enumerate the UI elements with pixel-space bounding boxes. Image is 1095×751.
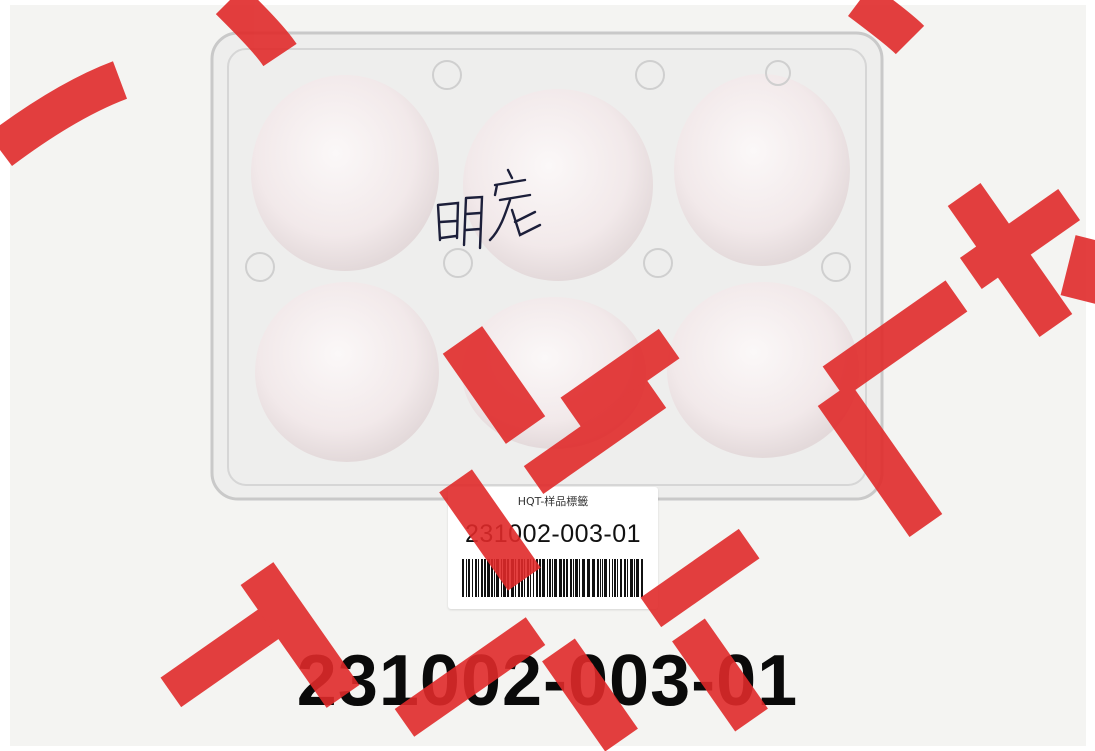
barcode-bar: [566, 559, 568, 597]
barcode-bar: [527, 559, 529, 597]
barcode-bar: [609, 559, 610, 597]
barcode-bar: [579, 559, 580, 597]
barcode-bar: [612, 559, 613, 597]
barcode-bar: [573, 559, 574, 597]
barcode-bar: [641, 559, 643, 597]
plastic-carton: [210, 31, 884, 501]
egg-carton-photo: [10, 5, 1086, 746]
egg-5: [462, 297, 646, 449]
barcode-bar: [462, 559, 464, 597]
barcode-bar: [472, 559, 473, 597]
barcode-bar: [547, 559, 548, 597]
barcode-bar: [624, 559, 626, 597]
egg-1: [251, 75, 439, 271]
sample-code-caption: 231002-003-01: [296, 641, 799, 721]
barcode-bar: [468, 559, 470, 597]
barcode-bar: [536, 559, 538, 597]
label-sample-code: 231002-003-01: [464, 520, 642, 548]
barcode-bar: [496, 559, 499, 597]
barcode-bar: [634, 559, 635, 597]
barcode-bar: [521, 559, 523, 597]
egg-2: [463, 89, 653, 281]
barcode-bar: [539, 559, 541, 597]
barcode-bar: [554, 559, 557, 597]
barcode-bar: [636, 559, 639, 597]
barcode-bar: [542, 559, 545, 597]
barcode-bar: [487, 559, 490, 597]
label-title: HQT-样品標籤: [517, 495, 589, 508]
barcode-bar: [484, 559, 486, 597]
barcode-bar: [530, 559, 531, 597]
barcode-bar: [515, 559, 516, 597]
barcode-bar: [524, 559, 525, 597]
barcode-bar: [592, 559, 595, 597]
barcode-bar: [630, 559, 633, 597]
barcode-bar: [604, 559, 607, 597]
egg-4: [255, 282, 439, 462]
barcode-bar: [491, 559, 493, 597]
barcode-bar: [559, 559, 562, 597]
barcode-bar: [533, 559, 534, 597]
barcode-bar: [518, 559, 520, 597]
barcode-bar: [602, 559, 603, 597]
barcode-bar: [503, 559, 506, 597]
barcode-bar: [614, 559, 616, 597]
barcode-bar: [552, 559, 553, 597]
barcode-bar: [507, 559, 509, 597]
barcode-bar: [600, 559, 601, 597]
barcode-bar: [501, 559, 502, 597]
sample-label: HQT-样品標籤 231002-003-01: [448, 487, 658, 609]
barcode-bar: [563, 559, 565, 597]
barcode-bar: [481, 559, 483, 597]
barcode-bar: [617, 559, 618, 597]
barcode: [462, 559, 643, 597]
barcode-bar: [570, 559, 572, 597]
barcode-bar: [597, 559, 599, 597]
egg-3: [674, 74, 850, 266]
barcode-bar: [475, 559, 477, 597]
barcode-bar: [478, 559, 479, 597]
egg-6: [667, 282, 859, 458]
barcode-bar: [549, 559, 551, 597]
barcode-bar: [575, 559, 578, 597]
barcode-bar: [494, 559, 495, 597]
barcode-bar: [620, 559, 622, 597]
barcode-bar: [627, 559, 628, 597]
barcode-bar: [511, 559, 514, 597]
barcode-bar: [587, 559, 590, 597]
barcode-bar: [582, 559, 585, 597]
barcode-bar: [466, 559, 467, 597]
